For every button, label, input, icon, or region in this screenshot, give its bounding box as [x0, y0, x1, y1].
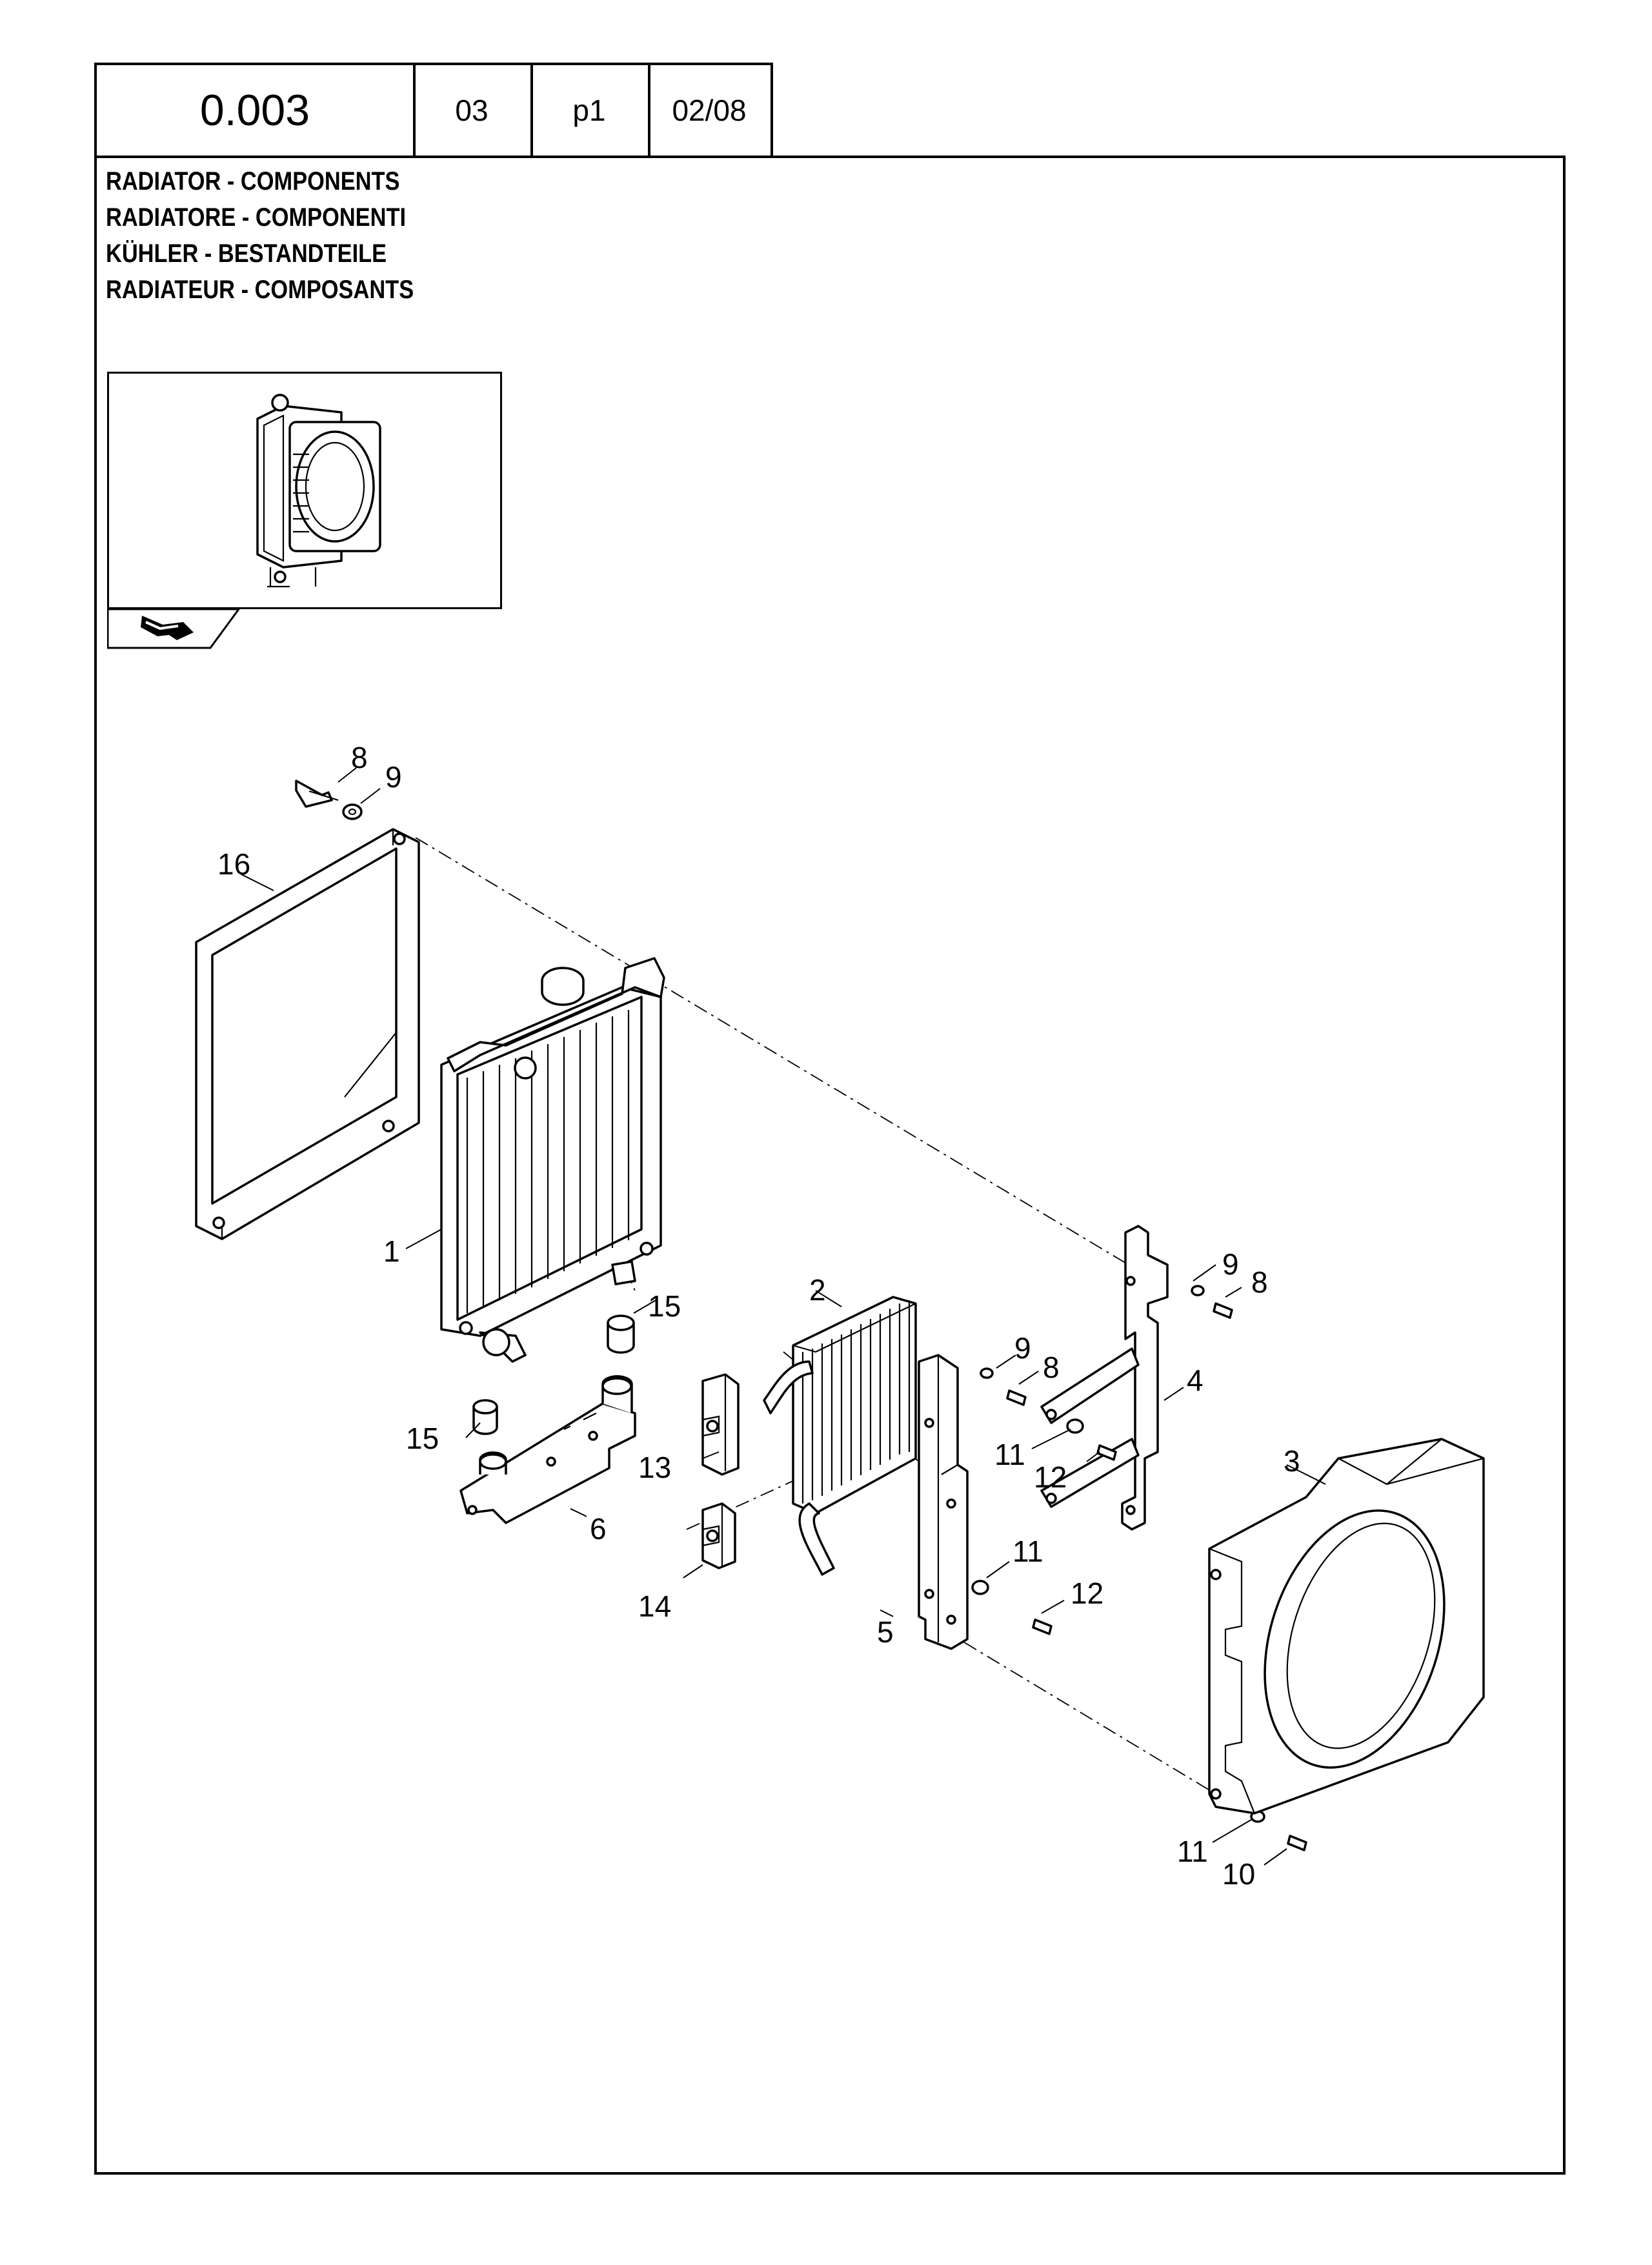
callout-9-top: 9	[385, 760, 402, 794]
callout-12-lower: 12	[1071, 1576, 1103, 1610]
section-number: 03	[413, 63, 533, 158]
callout-9-right: 9	[1222, 1247, 1239, 1281]
callout-8-right: 8	[1251, 1265, 1268, 1299]
callout-11-bottom: 11	[1177, 1835, 1208, 1868]
oil-cooler-part-2	[763, 1296, 917, 1576]
arrow-right-icon	[141, 616, 194, 640]
callout-1: 1	[383, 1234, 400, 1268]
leader-lines	[241, 767, 1326, 1866]
callout-14: 14	[638, 1589, 671, 1623]
rubber-pad-part-13	[701, 1373, 740, 1476]
overview-thumbnail[interactable]	[107, 372, 502, 609]
page-number: p1	[530, 63, 650, 158]
callout-labels: 8 9 16 1 15 15 2 9 8 9 8 4 11 12 13 6 14…	[217, 741, 1300, 1891]
callout-11-lower: 11	[1012, 1535, 1043, 1568]
callout-12-mid: 12	[1034, 1460, 1067, 1494]
callout-13: 13	[638, 1451, 671, 1484]
bolt-washer-top	[295, 780, 363, 820]
vertical-bracket-part-5	[918, 1354, 969, 1650]
spacer-part-15-upper	[607, 1314, 635, 1354]
frame-seal-part-16	[195, 828, 420, 1240]
title-block: RADIATOR - COMPONENTS RADIATORE - COMPON…	[94, 156, 1566, 360]
callout-3: 3	[1284, 1444, 1300, 1478]
title-en: RADIATOR - COMPONENTS	[106, 167, 400, 196]
view-navigation-tab[interactable]	[107, 608, 240, 649]
callout-5: 5	[877, 1615, 894, 1649]
spacer-part-15-lower	[472, 1399, 498, 1435]
fan-shroud-part-3	[1208, 1438, 1485, 1815]
callout-11-mid: 11	[994, 1438, 1025, 1471]
callout-15-upper: 15	[648, 1289, 681, 1323]
callout-2: 2	[809, 1273, 826, 1307]
bolts-washers-cluster	[971, 1285, 1307, 1851]
exploded-view-panel: 8 9 16 1 15 15 2 9 8 9 8 4 11 12 13 6 14…	[94, 357, 1566, 2175]
callout-10: 10	[1222, 1857, 1255, 1891]
callout-15-lower: 15	[406, 1422, 439, 1455]
callout-8-mid: 8	[1043, 1351, 1060, 1384]
page-code: 0.003	[94, 63, 416, 158]
rubber-pad-part-14	[701, 1502, 736, 1569]
callout-6: 6	[590, 1512, 607, 1545]
title-it: RADIATORE - COMPONENTI	[106, 203, 407, 232]
callout-4: 4	[1187, 1364, 1204, 1397]
exploded-parts-diagram: 8 9 16 1 15 15 2 9 8 9 8 4 11 12 13 6 14…	[195, 741, 1485, 1891]
title-de: KÜHLER - BESTANDTEILE	[106, 239, 387, 268]
bracket-plate-part-6	[459, 1374, 636, 1524]
radiator-part-1	[440, 957, 665, 1363]
title-fr: RADIATEUR - COMPOSANTS	[106, 276, 414, 304]
callout-9-mid: 9	[1014, 1331, 1031, 1365]
revision-date: 02/08	[648, 63, 773, 158]
callout-16: 16	[217, 847, 250, 881]
radiator-assembly-thumbnail-icon	[256, 394, 381, 588]
callout-8-top: 8	[351, 741, 368, 774]
